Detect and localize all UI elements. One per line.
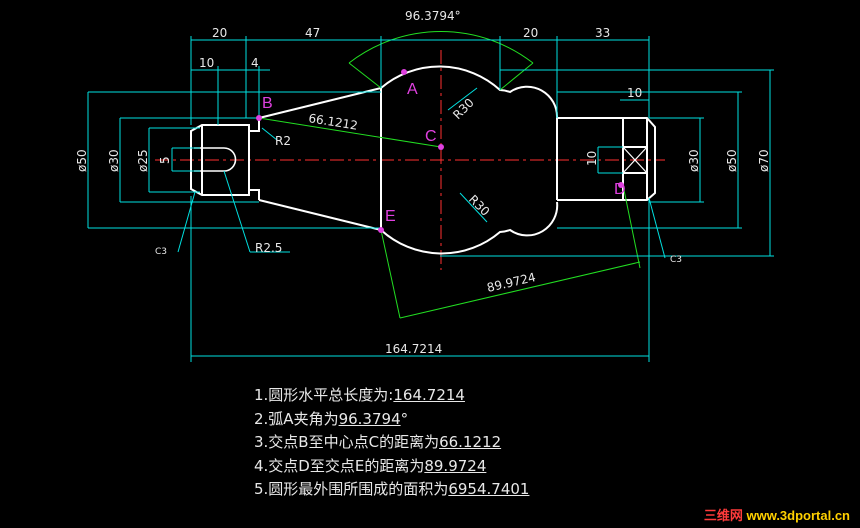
watermark-brand: 三维网 bbox=[703, 508, 743, 523]
dim-c3-right: C3 bbox=[670, 255, 682, 265]
dim-phi50-left: ø50 bbox=[75, 149, 89, 172]
note-2: 2.弧A夹角为96.3794° bbox=[254, 409, 409, 428]
helper-lines bbox=[258, 30, 641, 319]
dim-20-right: 20 bbox=[523, 26, 538, 40]
point-label-d: D bbox=[614, 181, 626, 198]
dim-phi30-right: ø30 bbox=[687, 149, 701, 172]
dim-phi70: ø70 bbox=[757, 149, 771, 172]
dim-5: 5 bbox=[158, 156, 172, 164]
answer-notes: 1.圆形水平总长度为:164.7214 2.弧A夹角为96.3794° 3.交点… bbox=[254, 384, 529, 502]
dim-phi25: ø25 bbox=[136, 149, 150, 172]
intersection-points bbox=[256, 69, 624, 233]
note-1: 1.圆形水平总长度为:164.7214 bbox=[254, 386, 465, 404]
point-label-b: B bbox=[262, 95, 273, 112]
part-outline bbox=[190, 65, 656, 255]
point-label-a: A bbox=[407, 81, 418, 98]
dim-phi30-left: ø30 bbox=[107, 149, 121, 172]
dim-47: 47 bbox=[305, 26, 320, 40]
watermark-url: www.3dportal.cn bbox=[746, 508, 850, 523]
dim-10-slot: 10 bbox=[585, 151, 599, 166]
note-4: 4.交点D至交点E的距离为89.9724 bbox=[254, 456, 487, 475]
dim-10-left: 10 bbox=[199, 56, 214, 70]
dim-phi50-right: ø50 bbox=[725, 149, 739, 172]
dim-20-left: 20 bbox=[212, 26, 227, 40]
dim-de: 89.9724 bbox=[486, 270, 538, 295]
center-lines bbox=[155, 50, 665, 270]
dim-total: 164.7214 bbox=[385, 342, 442, 356]
dimension-lines bbox=[87, 36, 774, 362]
dim-c3-left: C3 bbox=[155, 247, 167, 257]
dim-4: 4 bbox=[251, 56, 259, 70]
dim-10-right: 10 bbox=[627, 86, 642, 100]
dim-angle: 96.3794° bbox=[405, 9, 461, 23]
dim-r30-bot: R30 bbox=[466, 192, 493, 219]
dim-r25: R2.5 bbox=[255, 241, 282, 255]
note-5: 5.圆形最外围所围成的面积为6954.7401 bbox=[254, 480, 530, 499]
point-label-c: C bbox=[425, 128, 437, 145]
dim-r2: R2 bbox=[275, 134, 291, 148]
note-3: 3.交点B至中心点C的距离为66.1212 bbox=[254, 433, 502, 452]
dim-33: 33 bbox=[595, 26, 610, 40]
watermark: 三维网 www.3dportal.cn bbox=[704, 505, 850, 524]
dim-r30-top: R30 bbox=[450, 96, 477, 123]
point-label-e: E bbox=[385, 208, 396, 225]
